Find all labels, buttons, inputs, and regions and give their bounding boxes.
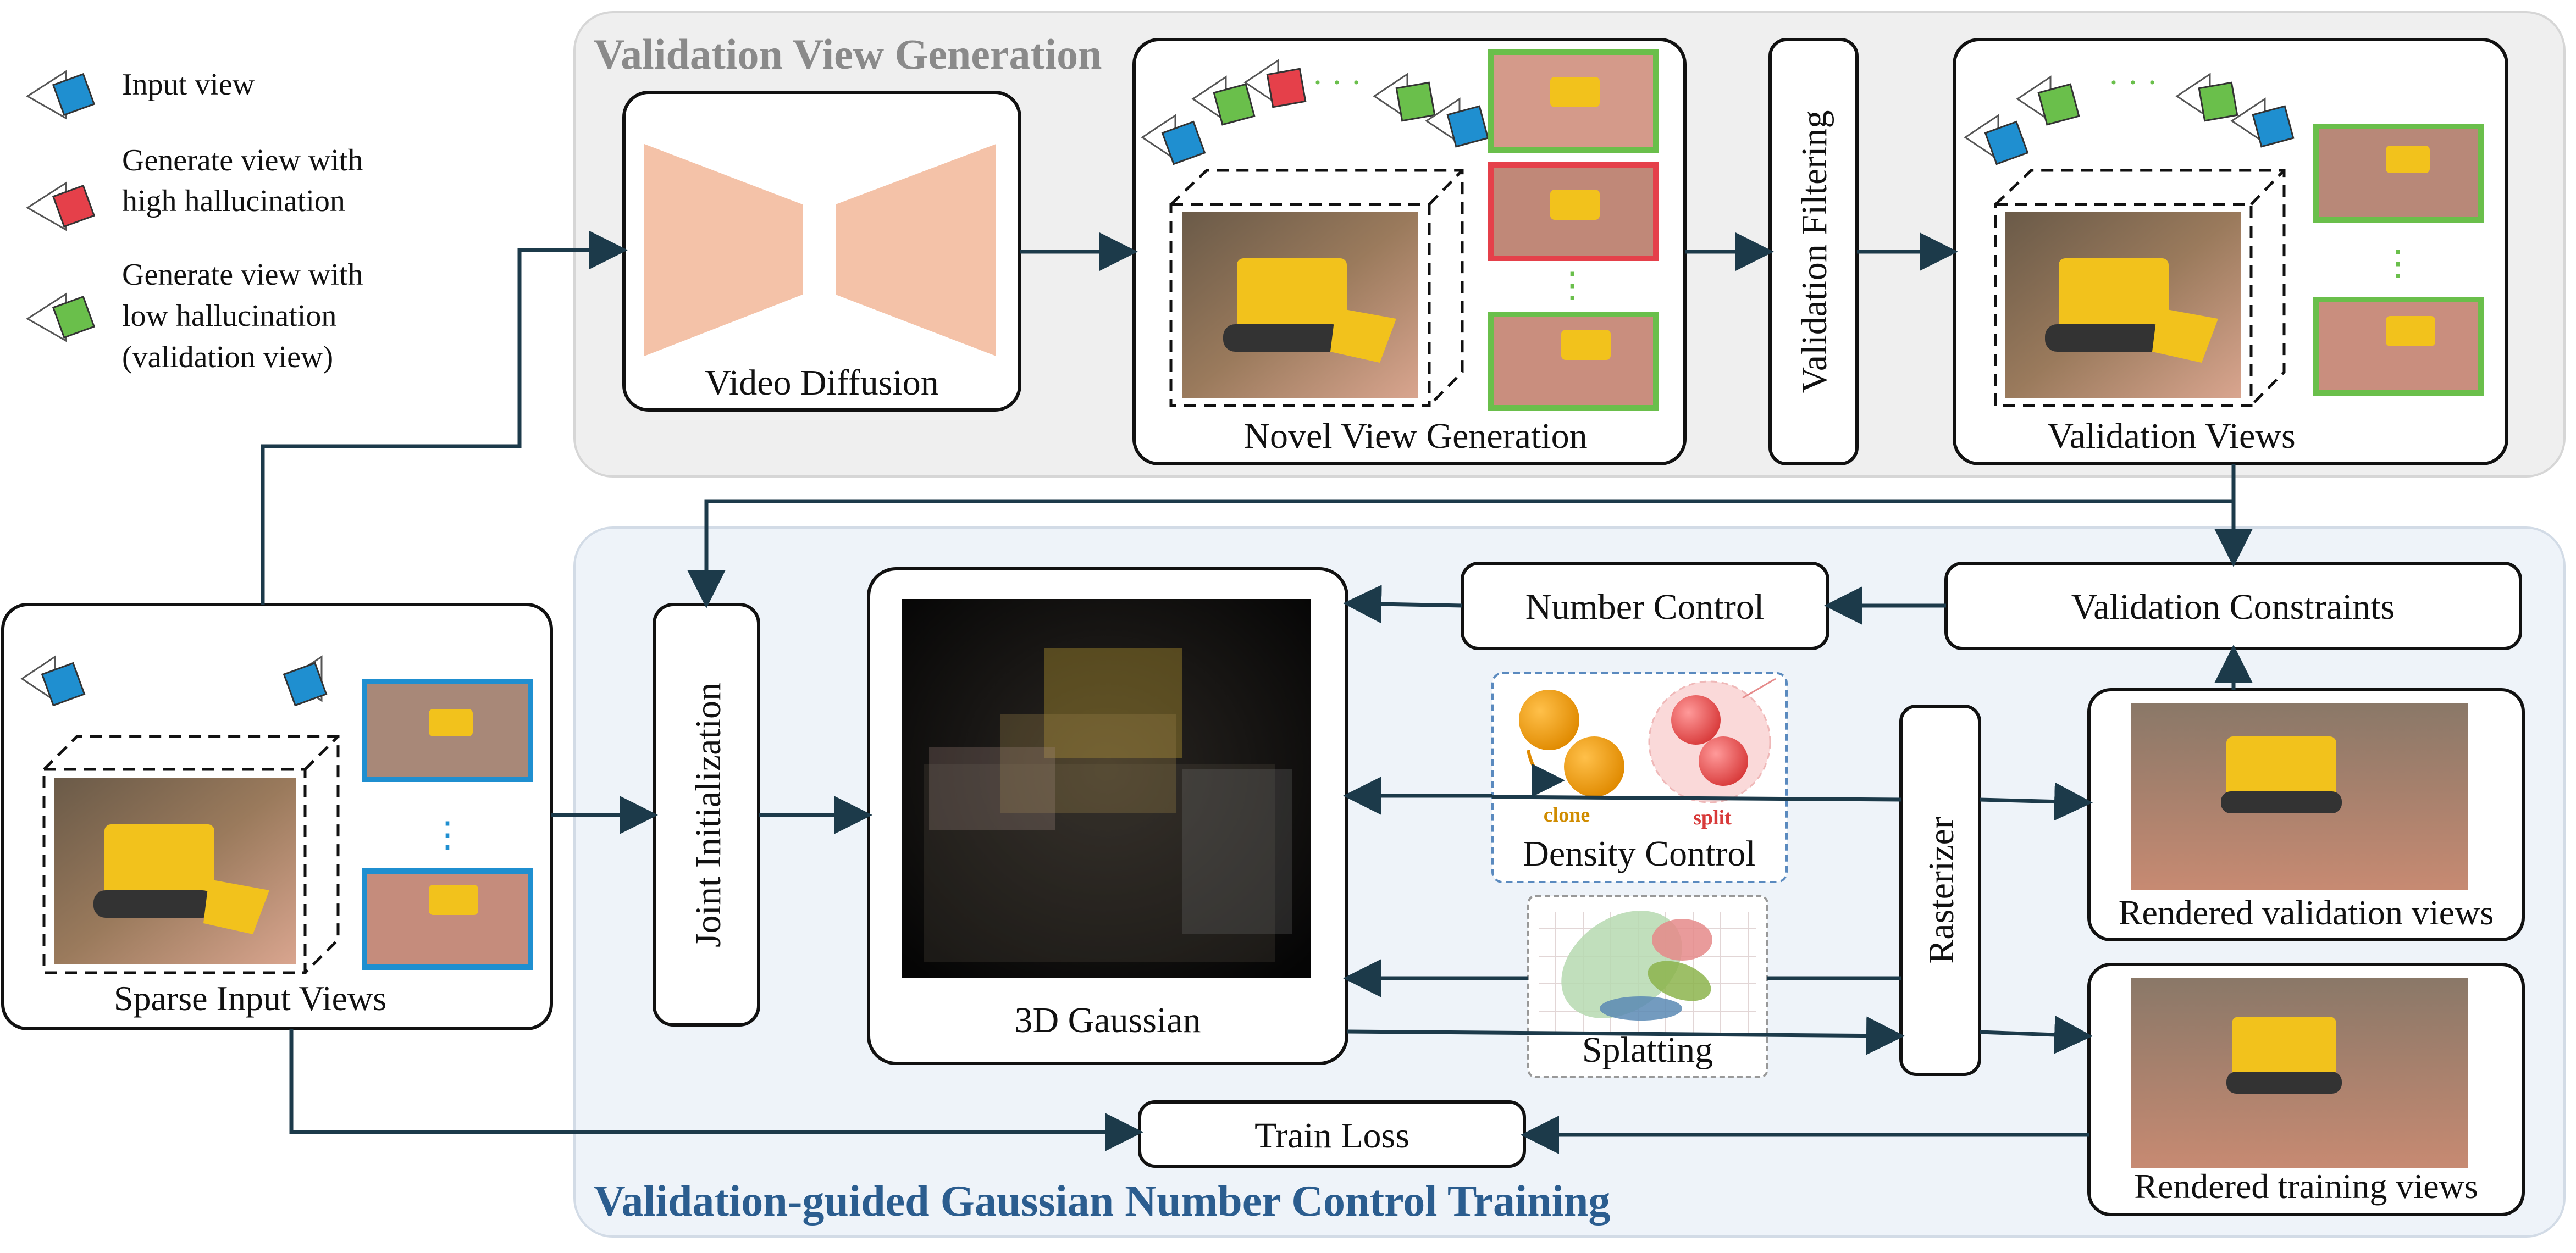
low-hallucination-camera-icon [26,292,96,342]
scene-cube [42,735,340,974]
camera-ellipsis: · · · [2108,64,2158,101]
splatting-label: Splatting [1582,1030,1713,1070]
legend-low-line3: (validation view) [122,340,333,374]
camera-red-icon [1243,59,1307,108]
arrow-input-to-loss [289,1029,1143,1151]
density-control-box: clone split Density Control [1491,672,1788,883]
thumbs-vdots: ⋮ [2380,243,2415,282]
camera-green-icon [1373,73,1436,122]
bottom-panel-title: Validation-guided Gaussian Number Contro… [594,1177,1610,1226]
splat-ellipse-green [1561,911,1682,1018]
arrow-number-to-gaussian [1343,585,1463,624]
gaussian-points [924,648,1292,962]
high-hallucination-camera-icon [26,181,96,231]
novel-view-generation-label: Novel View Generation [1243,416,1587,456]
validation-views-label: Validation Views [2047,416,2295,456]
split-ball-icon [1671,695,1721,745]
rendered-training-views-box: Rendered training views [2087,963,2525,1216]
camera-ellipsis: · · · [1312,64,1362,101]
camera-green-icon [2016,75,2080,126]
number-control-label: Number Control [1525,587,1764,627]
camera-green-icon [2175,73,2238,122]
generated-view-thumb-green [1488,49,1659,153]
decoder-shape [836,144,996,356]
camera-blue-icon [283,655,328,707]
legend-high-line1: Generate view with [122,143,363,178]
legend: Input view Generate view with high hallu… [26,68,363,374]
legend-input-view: Input view [122,68,255,102]
generated-view-thumb-red [1488,162,1659,261]
thumbs-vdots: ⋮ [1555,265,1590,304]
validation-constraints-label: Validation Constraints [2071,587,2395,627]
arrow-density-to-gaussian [1492,795,1901,802]
generated-view-thumb-green [1488,312,1659,411]
density-control-label: Density Control [1523,834,1756,874]
rendered-validation-views-label: Rendered validation views [2119,893,2494,932]
camera-green-icon [1191,75,1256,126]
clone-arrow-icon [1527,750,1565,797]
arrow-gaussian-to-rasterizer [1346,1016,1905,1055]
thumbs-vdots: ⋮ [430,815,465,854]
camera-blue-icon [1964,114,2029,165]
split-label: split [1693,806,1732,829]
sparse-input-views-label: Sparse Input Views [114,979,386,1018]
validation-views-box: · · · ⋮ Validation Views [1953,38,2508,465]
legend-high-line2: high hallucination [122,184,345,218]
gaussian-3d-box: 3D Gaussian [867,567,1348,1065]
validation-constraints-box: Validation Constraints [1944,562,2522,650]
splatting-box: Splatting [1527,895,1768,1078]
arrow-validation-to-joint-init [687,499,2234,608]
validation-view-thumb-green [2313,124,2484,223]
video-diffusion-label: Video Diffusion [705,363,939,403]
encoder-shape [644,144,803,356]
camera-blue-icon [1141,114,1206,165]
rasterizer-box: Rasterizer [1899,705,1981,1076]
joint-initialization-label: Joint Initialization [688,683,728,947]
scene-cube [1169,169,1464,407]
arrow-rasterizer-to-rendered-training [1979,1015,2093,1054]
rendered-training-views-label: Rendered training views [2134,1167,2478,1206]
input-view-thumb [362,868,533,970]
rasterizer-label: Rasterizer [1921,817,1961,964]
gaussian-render [902,599,1311,978]
split-ball-icon [1699,736,1748,786]
video-diffusion-box: Video Diffusion [622,91,1021,412]
gaussian-3d-label: 3D Gaussian [1014,1000,1201,1040]
camera-blue-icon [1425,97,1489,148]
validation-filtering-label: Validation Filtering [1794,110,1834,393]
validation-filtering-box: Validation Filtering [1768,38,1859,465]
validation-view-thumb-green [2313,297,2484,396]
arrow-rasterizer-to-rendered-validation [1979,782,2093,821]
splat-ellipse-blue [1600,996,1682,1021]
legend-low-line2: low hallucination [122,299,336,333]
input-camera-icon [26,70,96,120]
top-panel-title: Validation View Generation [594,30,1102,78]
camera-blue-icon [2230,97,2295,148]
clone-ball-icon [1519,690,1579,750]
clone-ball-icon [1564,736,1624,797]
train-loss-box: Train Loss [1138,1100,1526,1168]
scene-cube [1994,169,2286,407]
legend-low-line1: Generate view with [122,258,363,292]
input-view-thumb [362,679,533,782]
number-control-box: Number Control [1461,562,1829,650]
rendered-validation-views-box: Rendered validation views [2087,688,2525,941]
arrow-input-to-diffusion [261,231,628,605]
arrows [261,231,2253,1154]
splat-ellipse-olive [1648,961,1711,1001]
joint-initialization-box: Joint Initialization [653,603,760,1027]
train-loss-label: Train Loss [1254,1116,1409,1156]
sparse-input-views-box: ⋮ Sparse Input Views [1,603,553,1030]
camera-blue-icon [20,655,86,707]
clone-label: clone [1544,803,1590,827]
splat-ellipse-red [1652,919,1712,961]
novel-view-generation-box: · · · ⋮ [1132,38,1687,465]
